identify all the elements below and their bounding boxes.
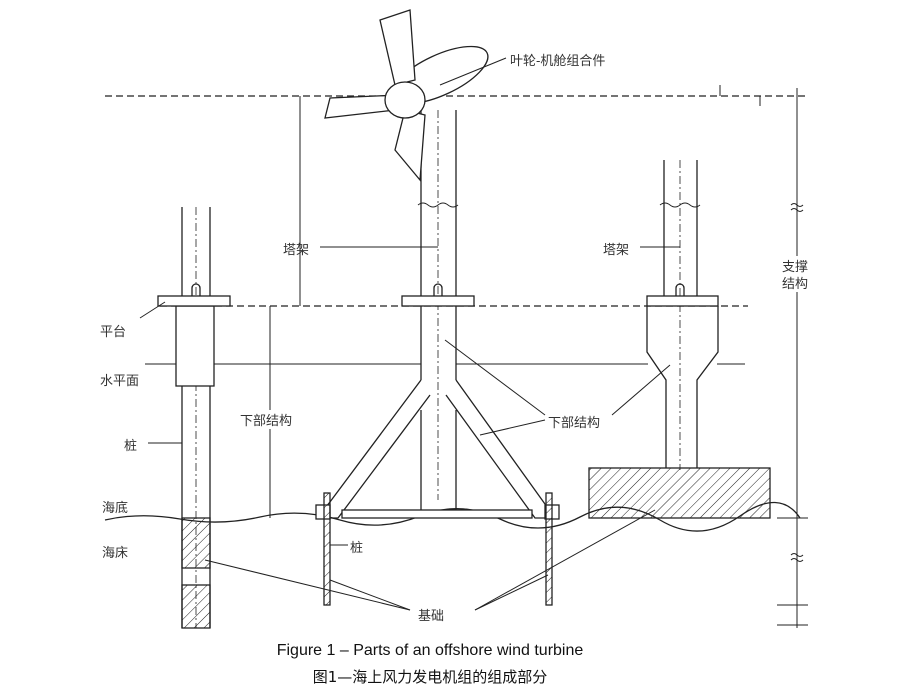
label-pile-tripod: 桩 bbox=[350, 541, 364, 556]
label-rotor-nacelle: 叶轮-机舱组合件 bbox=[510, 54, 606, 69]
gravity-base bbox=[588, 160, 771, 519]
label-platform: 平台 bbox=[100, 325, 127, 340]
label-tower-right: 塔架 bbox=[603, 243, 630, 258]
caption-chinese: 图1—海上风力发电机组的组成部分 bbox=[312, 668, 548, 686]
rotor-nacelle bbox=[324, 9, 489, 182]
label-support-structure-1: 支撑 bbox=[782, 256, 809, 275]
seabed-line bbox=[104, 501, 801, 532]
label-water-level: 水平面 bbox=[100, 374, 140, 389]
monopile bbox=[157, 207, 231, 629]
label-foundation: 基础 bbox=[418, 609, 445, 624]
label-pile-left: 桩 bbox=[124, 439, 138, 454]
label-tower-left: 塔架 bbox=[283, 243, 310, 258]
label-substructure-left: 下部结构 bbox=[240, 410, 293, 429]
label-seabed: 海底 bbox=[102, 501, 129, 516]
label-substructure-right: 下部结构 bbox=[548, 416, 601, 431]
label-seabed-soil: 海床 bbox=[102, 546, 129, 561]
label-support-structure-2: 结构 bbox=[782, 273, 809, 292]
caption-english: Figure 1 – Parts of an offshore wind tur… bbox=[276, 642, 584, 659]
tripod bbox=[315, 110, 560, 606]
